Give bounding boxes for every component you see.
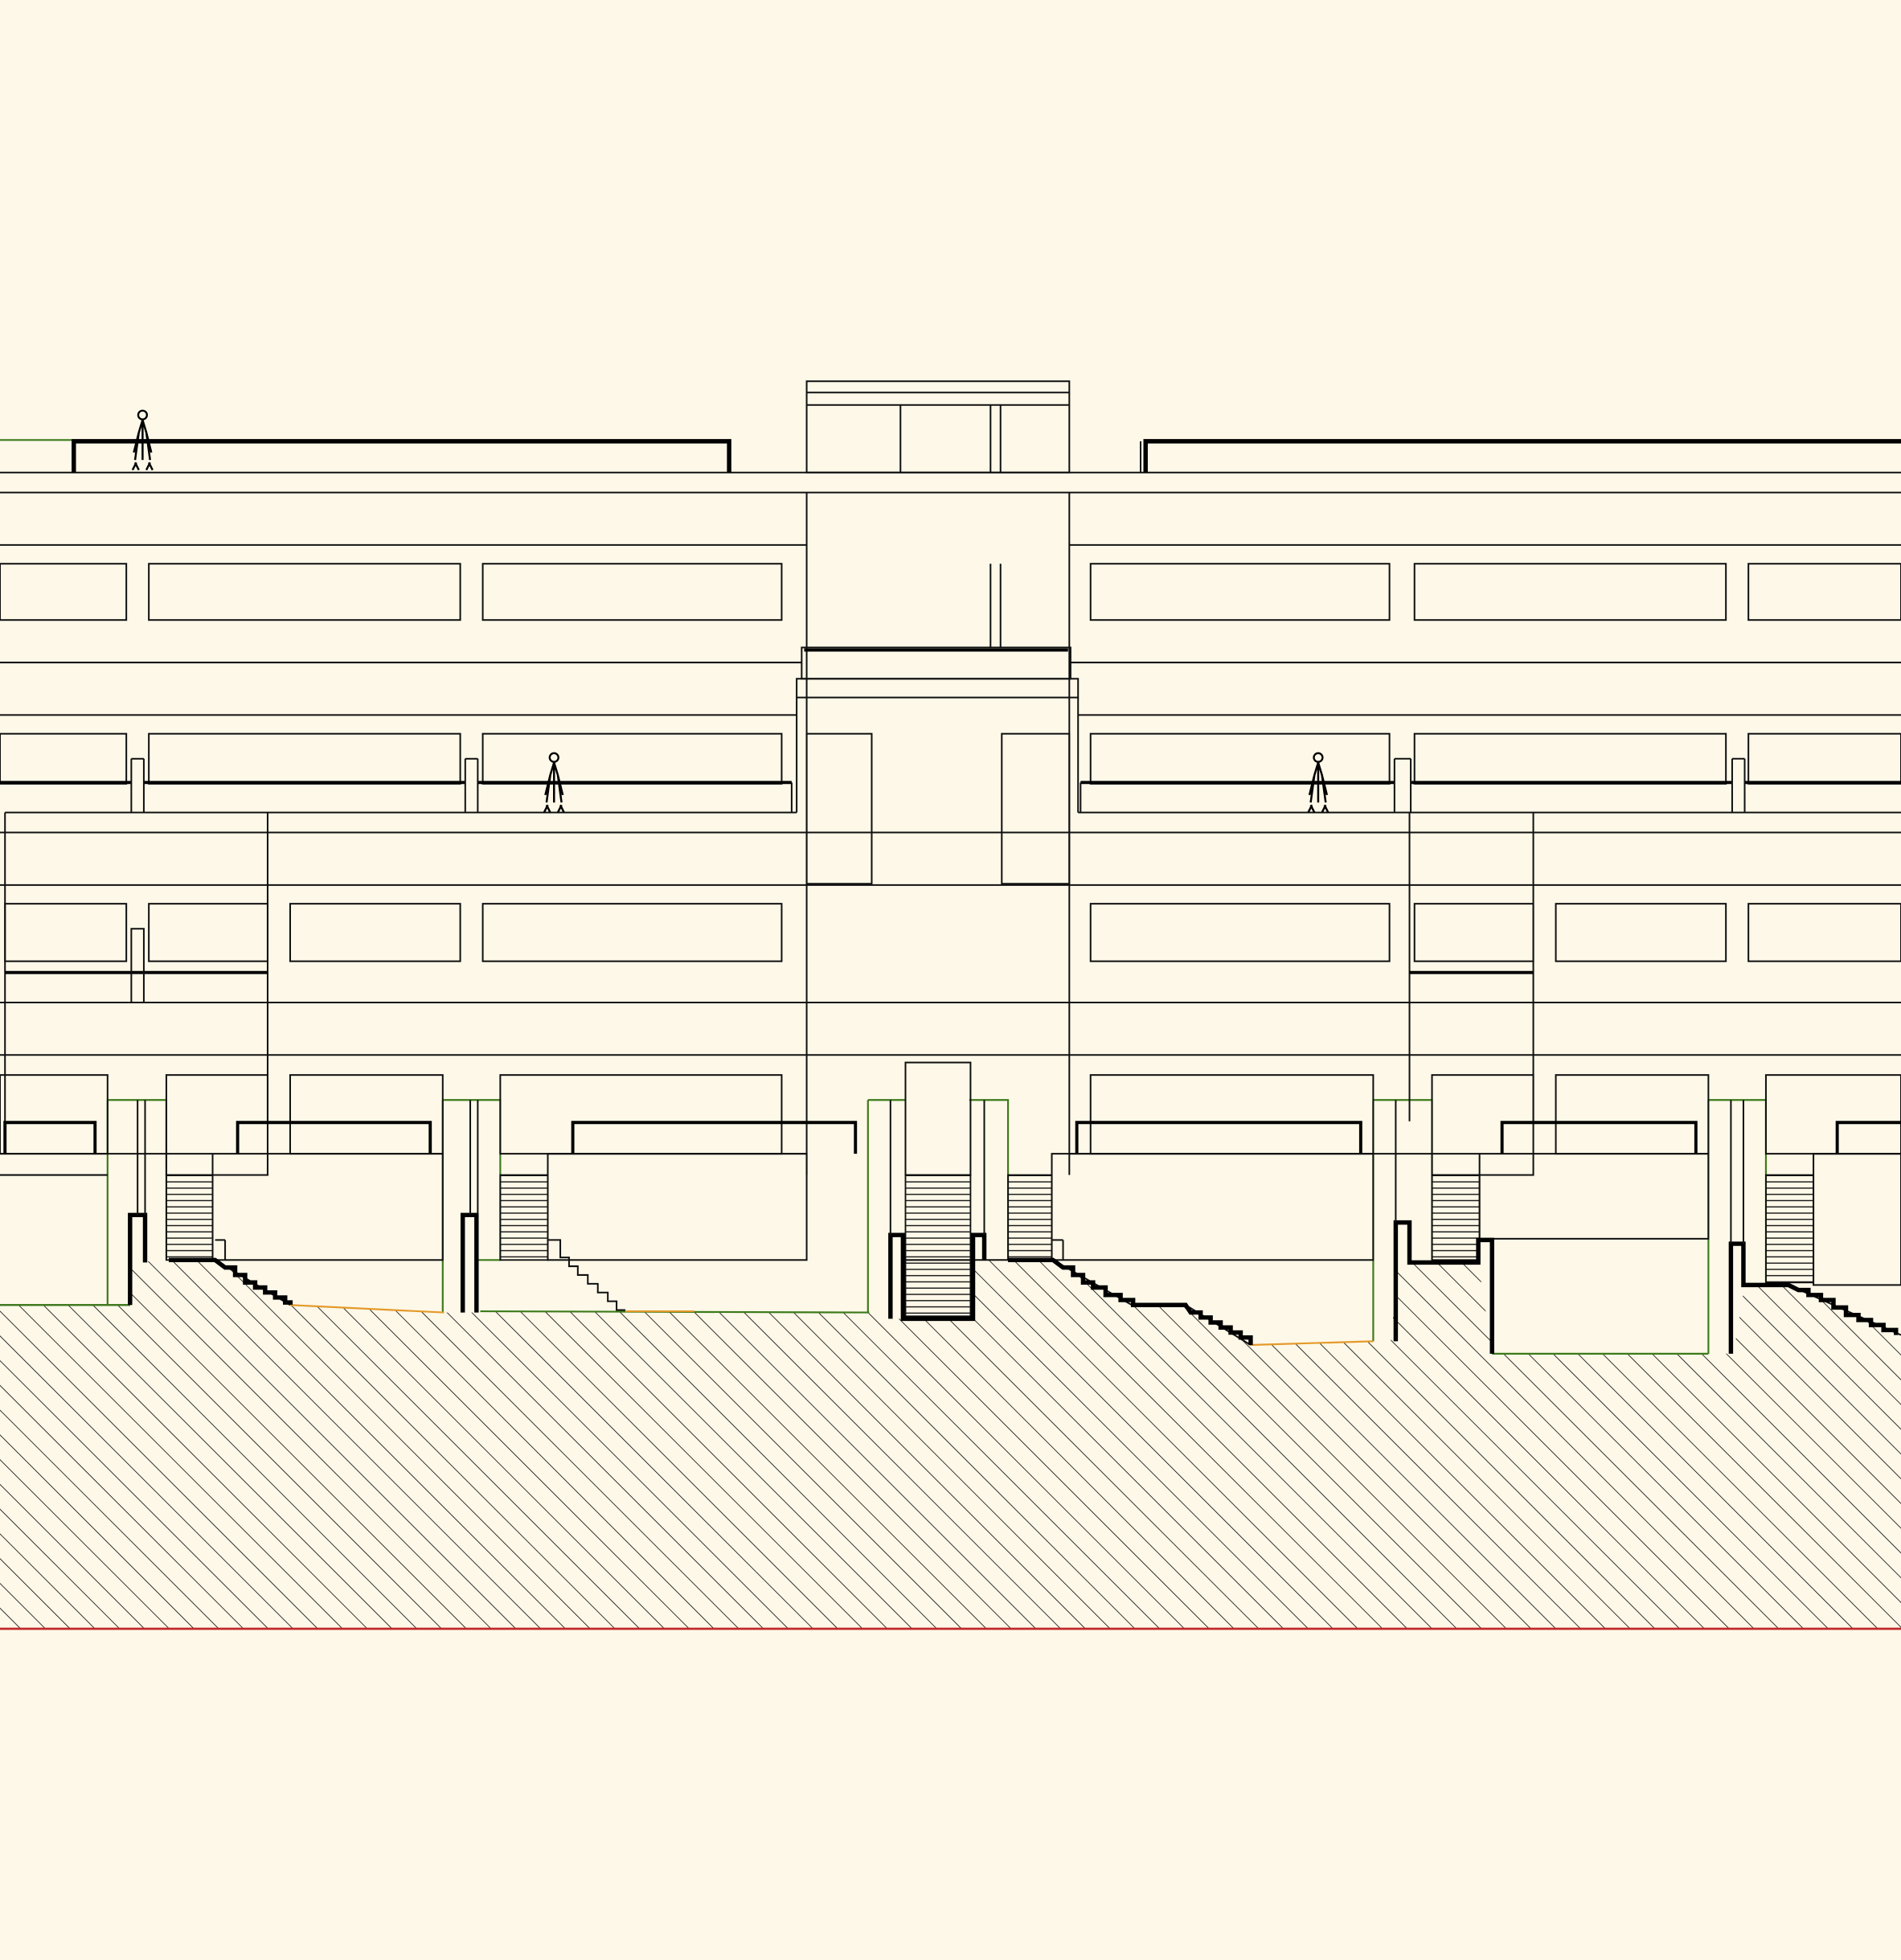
balconies-second xyxy=(0,757,1901,813)
setback-walls xyxy=(4,811,1901,1154)
windows-second xyxy=(0,732,1901,785)
windows-first xyxy=(4,903,1901,1003)
ground-hatch xyxy=(0,1260,1901,1629)
windows-upper xyxy=(0,563,1901,621)
path-edges xyxy=(289,1304,1374,1347)
section-cut-walls xyxy=(128,1100,1899,1354)
roof-level xyxy=(0,439,1901,494)
stairs xyxy=(166,1174,1815,1318)
